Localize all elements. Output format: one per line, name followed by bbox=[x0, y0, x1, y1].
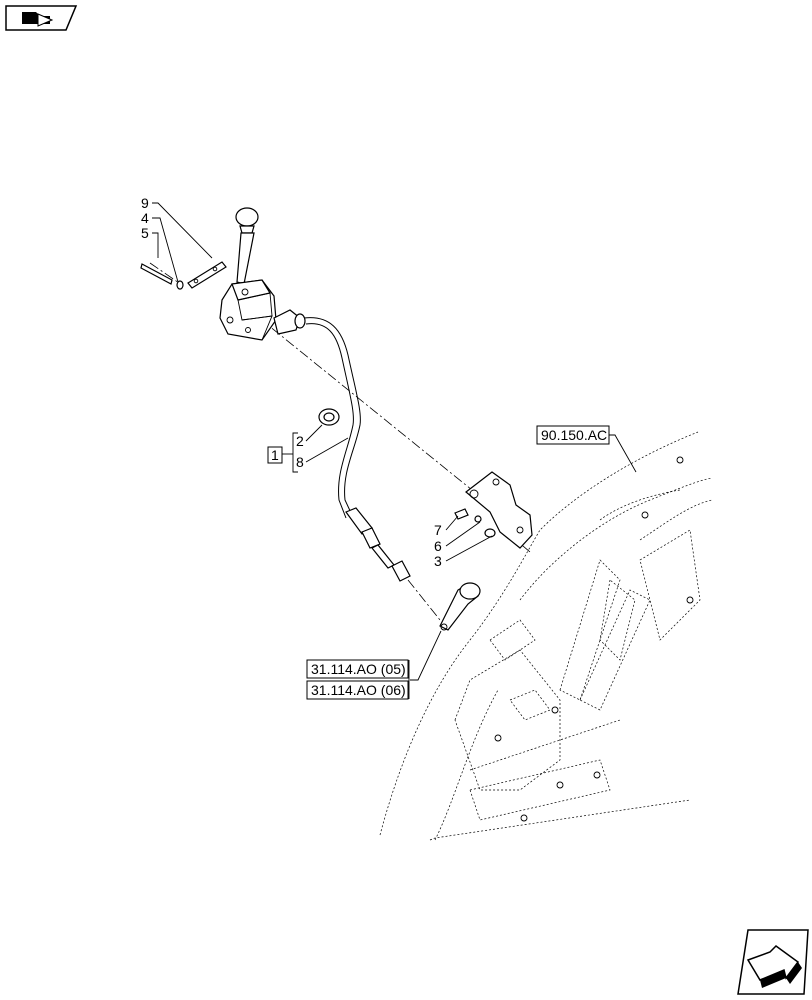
callout-7: 7 bbox=[434, 522, 442, 538]
next-page-arrow-icon[interactable] bbox=[737, 929, 809, 995]
callout-5: 5 bbox=[141, 225, 149, 241]
callout-1: 1 bbox=[271, 447, 279, 463]
reference-31-114-ao-05[interactable]: 31.114.AO (05) bbox=[306, 659, 409, 679]
mounting-bracket bbox=[454, 471, 533, 549]
control-lever-assembly bbox=[219, 207, 306, 341]
callout-labels: 9 4 5 1 2 8 7 6 3 bbox=[141, 195, 442, 569]
reference-label: 31.114.AO (06) bbox=[311, 682, 406, 698]
cab-frame bbox=[379, 431, 713, 841]
callout-3: 3 bbox=[434, 553, 442, 569]
callout-9: 9 bbox=[141, 195, 149, 211]
grommet bbox=[318, 408, 340, 426]
reference-31-114-ao-06[interactable]: 31.114.AO (06) bbox=[306, 680, 409, 700]
callout-6: 6 bbox=[434, 538, 442, 554]
catalog-navigation-icon[interactable] bbox=[5, 5, 78, 31]
control-cable bbox=[303, 317, 411, 582]
lever-arm bbox=[439, 582, 481, 631]
callout-2: 2 bbox=[296, 433, 304, 449]
callout-4: 4 bbox=[141, 210, 149, 226]
callout-8: 8 bbox=[296, 454, 304, 470]
reference-90-150-ac[interactable]: 90.150.AC bbox=[536, 425, 610, 445]
pin-and-plate-parts bbox=[140, 261, 227, 290]
reference-label: 31.114.AO (05) bbox=[311, 661, 406, 677]
reference-label: 90.150.AC bbox=[541, 427, 607, 443]
assembly-centerlines bbox=[149, 262, 531, 621]
